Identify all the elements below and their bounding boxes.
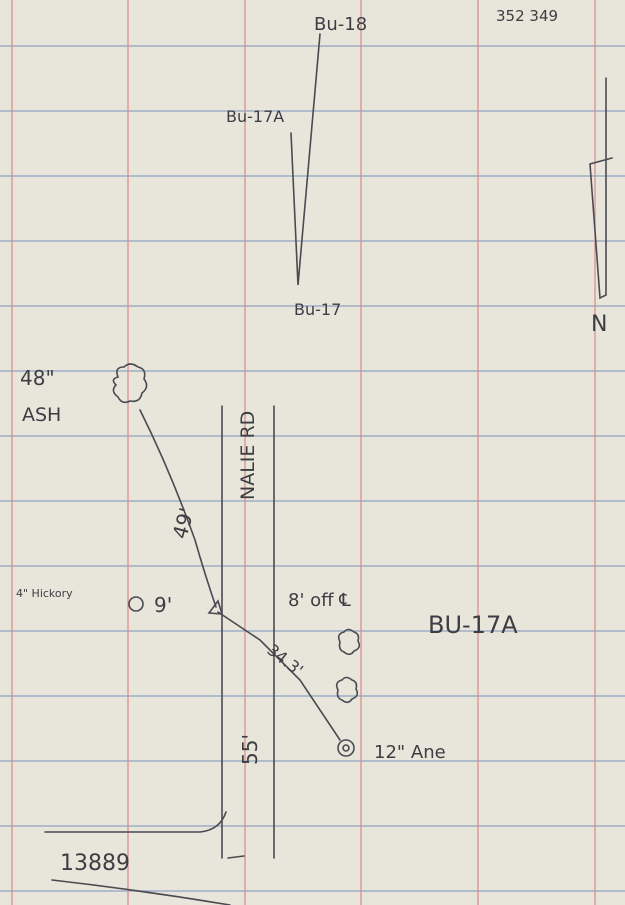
ash-tree-symbol [112, 363, 148, 404]
ane-tree-center [342, 744, 350, 752]
record-bracket-bottom [51, 879, 231, 905]
pencil-sketch [44, 33, 613, 905]
diagonal-distance-label: 34.3' [264, 640, 307, 680]
record-number: 13889 [60, 851, 130, 876]
shrub-symbol [335, 676, 359, 704]
hickory-distance-label: 9' [154, 593, 172, 617]
hickory-tree-symbol [128, 596, 144, 612]
page-number-header: 352 349 [496, 7, 558, 25]
north-arrow-shape [589, 77, 613, 300]
offset-label: 8' off ℄ [288, 590, 351, 611]
station-code-label: BU-17A [428, 611, 518, 639]
station-label-top: Bu-18 [314, 14, 367, 35]
ruled-lines [0, 45, 625, 892]
road-length-label: 55' [238, 734, 262, 765]
road-end-tick [227, 855, 245, 859]
diagonal-line [217, 611, 341, 741]
ash-species-label: ASH [22, 404, 61, 426]
ash-size-label: 48" [20, 366, 55, 390]
north-label: N [591, 312, 607, 337]
station-triangle [290, 33, 321, 286]
reference-point [207, 599, 224, 615]
red-margin-lines [11, 0, 596, 905]
shrub-symbol [337, 628, 361, 656]
station-label-bottom: Bu-17 [294, 300, 341, 319]
road-name-label: NALIE RD [237, 411, 259, 500]
ane-tree-symbol [337, 739, 355, 757]
record-bracket-top [44, 811, 227, 833]
station-label-mid: Bu-17A [226, 107, 284, 126]
ane-tree-label: 12" Ane [374, 742, 446, 763]
ash-line [139, 409, 217, 608]
hickory-label: 4" Hickory [16, 587, 73, 600]
